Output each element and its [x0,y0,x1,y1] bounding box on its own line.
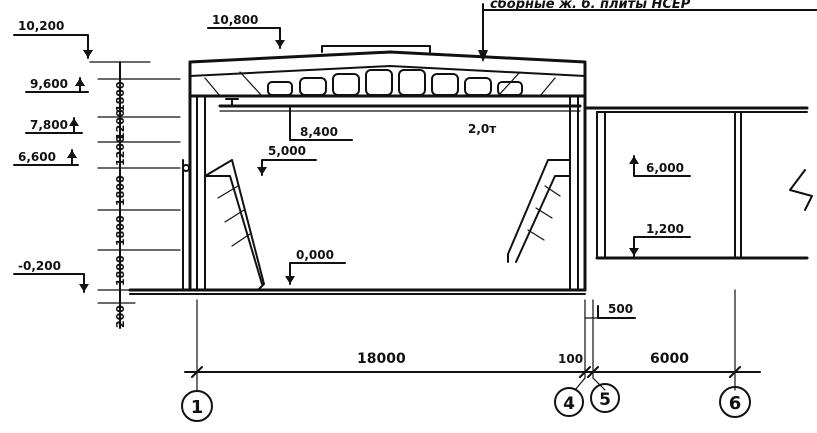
elevation-mark-10200: 10,200 [13,19,93,59]
offset-label: 500 [608,302,633,316]
vdim-3: 1200 [114,135,127,166]
elevation-mark-9600: 9,600 [25,77,89,93]
elevation-6600-label: 6,600 [18,150,56,164]
elevation-minus0200-label: -0,200 [18,259,61,273]
joint-label: 100 [558,352,583,366]
elevation-1200-label: 1,200 [646,222,684,236]
crane-beam: 8,400 2,0т [218,98,582,141]
vdim-5: 1800 [114,215,127,246]
elevation-5000-label: 5,000 [268,144,306,158]
svg-text:5: 5 [599,390,611,410]
annex: 6,000 1,200 [583,106,813,260]
right-stair [507,159,571,263]
span-main-label: 18000 [357,351,406,367]
elevation-7800-label: 7,800 [30,118,68,132]
vdim-7: 200 [114,305,127,328]
roof-truss: 10,800 [188,13,587,98]
columns [182,74,587,292]
left-stair: 5,000 [204,144,317,291]
elevation-9600-label: 9,600 [30,77,68,91]
elevation-10800-label: 10,800 [212,13,258,27]
vertical-dimension-chain: 1800 1200 1200 1800 1800 1800 200 [89,61,181,329]
svg-text:6: 6 [729,393,742,414]
horizontal-dimensions: 18000 100 6000 500 [184,289,761,379]
span-annex-label: 6000 [650,351,689,367]
elevation-mark-7800: 7,800 [25,117,83,134]
svg-text:4: 4 [563,394,575,414]
vdim-6: 1800 [114,255,127,286]
axis-markers: 1 4 5 6 [181,377,751,422]
axis-bubble-4: 4 [554,387,584,417]
elevation-8400-label: 8,400 [300,125,338,139]
vdim-4: 1800 [114,175,127,206]
elevation-10200-label: 10,200 [18,19,64,33]
vdim-2: 1200 [114,109,127,140]
slab-note: сборные ж. б. плиты НСЕР [478,0,817,62]
elevation-6000-label: 6,000 [646,161,684,175]
svg-text:1: 1 [191,397,204,418]
elevation-mark-6600: 6,600 [13,149,79,166]
elevation-0000-label: 0,000 [296,248,334,262]
axis-bubble-5: 5 [590,383,620,413]
axis-bubble-1: 1 [181,390,213,422]
ground-lines: 0,000 [128,159,587,295]
axis-bubble-6: 6 [719,386,751,418]
crane-capacity-label: 2,0т [468,122,496,136]
vdim-1: 1800 [114,81,127,112]
elevation-mark-minus0200: -0,200 [13,259,89,293]
slab-note-text: сборные ж. б. плиты НСЕР [490,0,691,12]
